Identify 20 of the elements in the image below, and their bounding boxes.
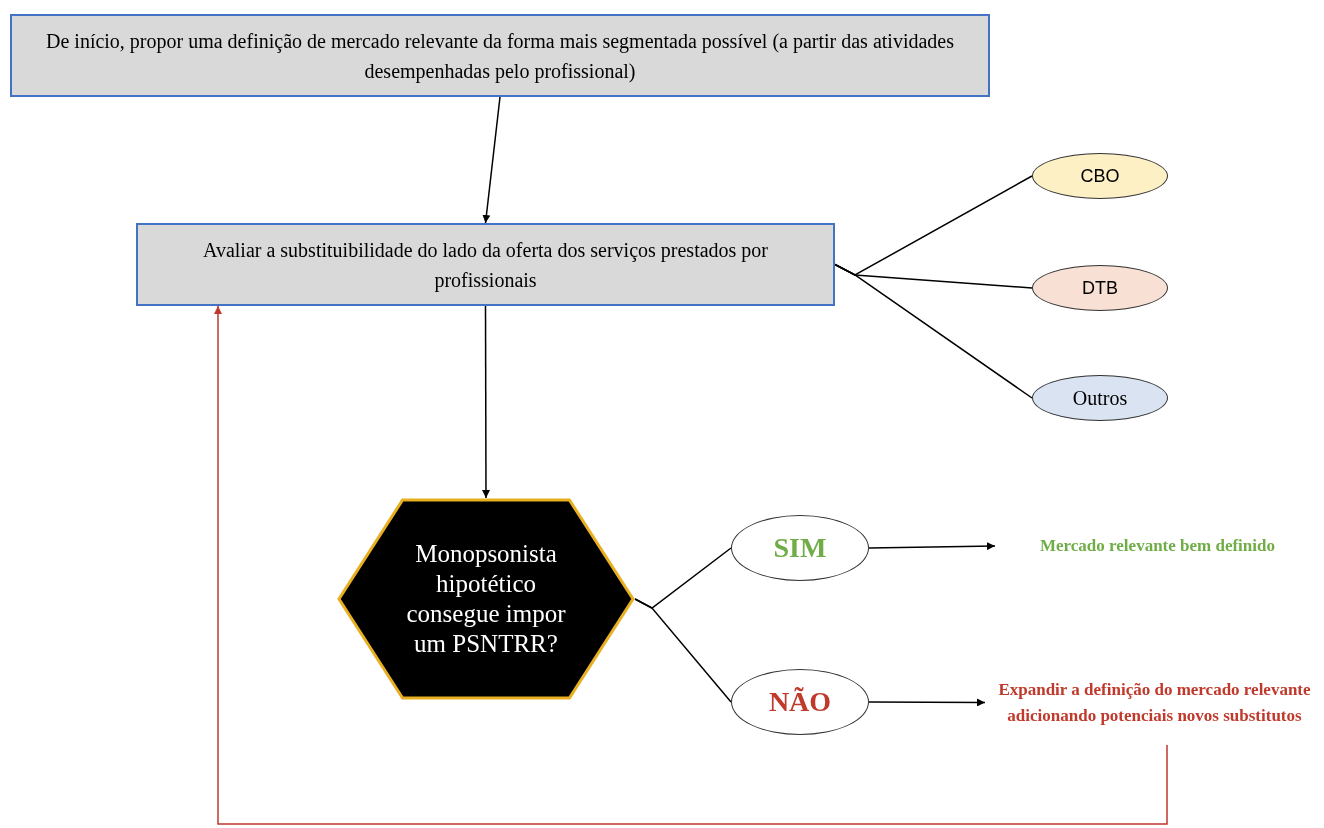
node-text: DTB (1082, 276, 1118, 300)
arrow (214, 305, 1168, 825)
node-text: Outros (1072, 386, 1128, 411)
arrow (868, 698, 986, 707)
node-text: CBO (1080, 164, 1120, 188)
process-box (10, 14, 990, 97)
connector-line (634, 598, 732, 703)
arrow (482, 96, 501, 224)
node-text: SIM (773, 531, 827, 565)
arrow (482, 305, 490, 499)
process-box (136, 223, 835, 306)
node-text: NÃO (768, 685, 832, 719)
node-text: Mercado relevante bem definido (1040, 535, 1275, 558)
decision-hexagon (337, 498, 635, 700)
node-text: Monopsonista hipotético consegue impor um PSNTRR? (405, 539, 567, 659)
node-text: Expandir a definição do mercado relevante adicionando potenciais novos substitutos (997, 679, 1312, 727)
arrow (868, 542, 996, 551)
node-text: De início, propor uma definição de mercado relevante da forma mais segmentada possível (a partir das atividades desempenhadas pelo profissional) (45, 28, 955, 85)
connector-line (834, 263, 1033, 399)
node-text: Avaliar a substituibilidade do lado da oferta dos serviços prestados por profissionais (201, 237, 769, 294)
